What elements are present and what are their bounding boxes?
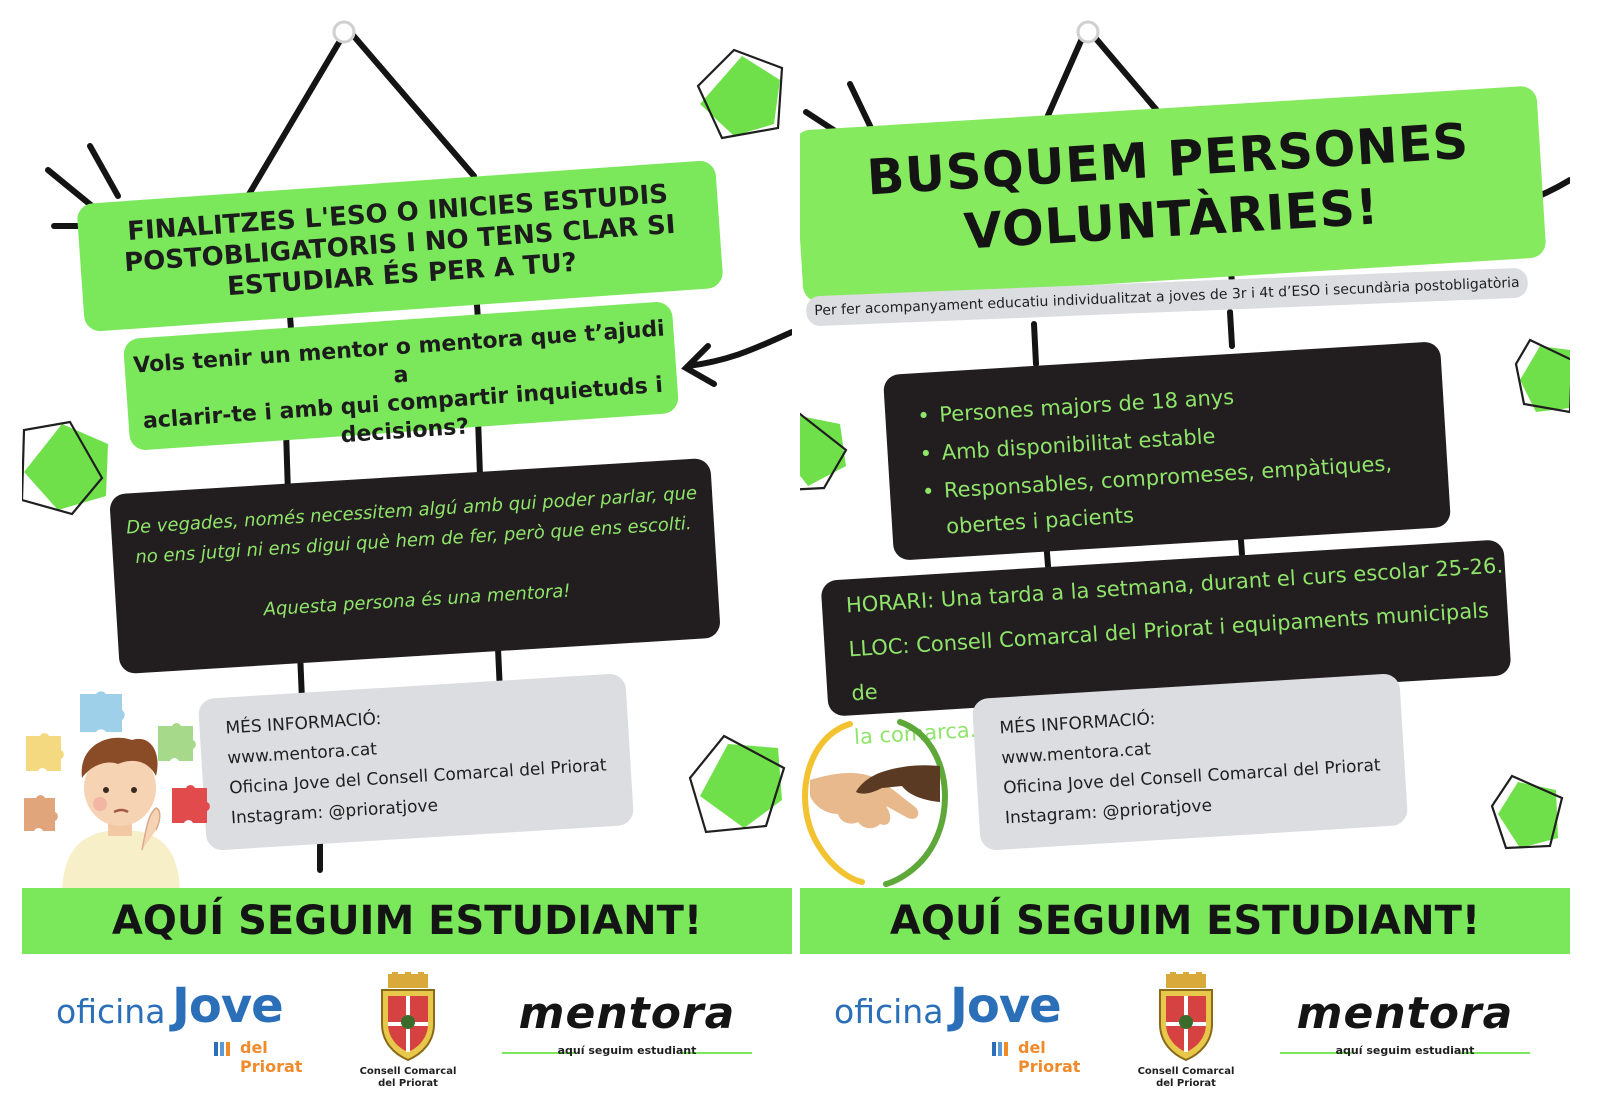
slogan-band: AQUÍ SEGUIM ESTUDIANT! <box>800 888 1570 954</box>
slogan-text: AQUÍ SEGUIM ESTUDIANT! <box>111 898 703 944</box>
oficina-sub: del Priorat <box>1018 1038 1081 1076</box>
poster-volunteers: BUSQUEM PERSONES VOLUNTÀRIES! Per fer ac… <box>800 20 1570 1120</box>
oficina-jove-logo: oficina Jove del Priorat <box>54 974 314 1076</box>
mentora-word: mentora <box>518 988 736 1039</box>
logo-strip: oficina Jove del Priorat Consell Comarca… <box>800 954 1570 1120</box>
puzzle-piece-icon <box>24 691 210 831</box>
oficina-word: oficina <box>834 992 944 1031</box>
slogan-text: AQUÍ SEGUIM ESTUDIANT! <box>889 898 1481 944</box>
oficina-bars-icon <box>992 1042 1010 1056</box>
pentagon-shape <box>800 346 1570 848</box>
council-name-line: del Priorat <box>378 1078 438 1089</box>
thinking-boy-illustration <box>24 691 210 890</box>
pentagon-shape <box>24 56 782 828</box>
arrow-icon <box>681 329 792 387</box>
pentagon-outline <box>22 48 786 834</box>
mentora-logo: mentora aquí seguim estudiant <box>502 988 752 1068</box>
council-name-line: Consell Comarcal <box>359 1066 457 1077</box>
mentora-rule <box>1280 1052 1352 1054</box>
coat-of-arms-icon <box>381 970 435 1062</box>
coat-of-arms-icon <box>1159 970 1213 1062</box>
logo-strip: oficina Jove del Priorat Consell Comarca… <box>22 954 792 1120</box>
mentora-rule <box>682 1052 752 1054</box>
mentora-rule <box>1460 1052 1530 1054</box>
oficina-jove-word: Jove <box>950 978 1062 1034</box>
hanging-ropes <box>239 20 503 873</box>
council-coat-of-arms: Consell Comarcal del Priorat <box>358 970 458 1102</box>
mentora-tagline: aquí seguim estudiant <box>1335 1044 1475 1057</box>
handshake-illustration <box>802 719 948 887</box>
oficina-jove-word: Jove <box>172 978 284 1034</box>
mentora-rule <box>502 1052 574 1054</box>
council-coat-of-arms: Consell Comarcal del Priorat <box>1136 970 1236 1102</box>
oficina-word: oficina <box>56 992 166 1031</box>
slogan-band: AQUÍ SEGUIM ESTUDIANT! <box>22 888 792 954</box>
info-card: MÉS INFORMACIÓ: www.mentora.cat Oficina … <box>971 673 1409 851</box>
mentora-word: mentora <box>1296 988 1514 1039</box>
quote-card: De vegades, només necessitem algú amb qu… <box>109 457 721 675</box>
poster-mentee: FINALITZES L'ESO O INICIES ESTUDIS POSTO… <box>22 20 792 1120</box>
oficina-sub: del Priorat <box>240 1038 303 1076</box>
mentora-logo: mentora aquí seguim estudiant <box>1280 988 1530 1068</box>
oficina-jove-logo: oficina Jove del Priorat <box>832 974 1092 1076</box>
requirements-card: Persones majors de 18 anys Amb disponibi… <box>882 341 1452 561</box>
council-name-line: Consell Comarcal <box>1137 1066 1235 1077</box>
council-name-line: del Priorat <box>1156 1078 1216 1089</box>
decorations <box>22 48 792 834</box>
mentora-tagline: aquí seguim estudiant <box>557 1044 697 1057</box>
oficina-bars-icon <box>214 1042 232 1056</box>
info-card: MÉS INFORMACIÓ: www.mentora.cat Oficina … <box>197 673 635 851</box>
